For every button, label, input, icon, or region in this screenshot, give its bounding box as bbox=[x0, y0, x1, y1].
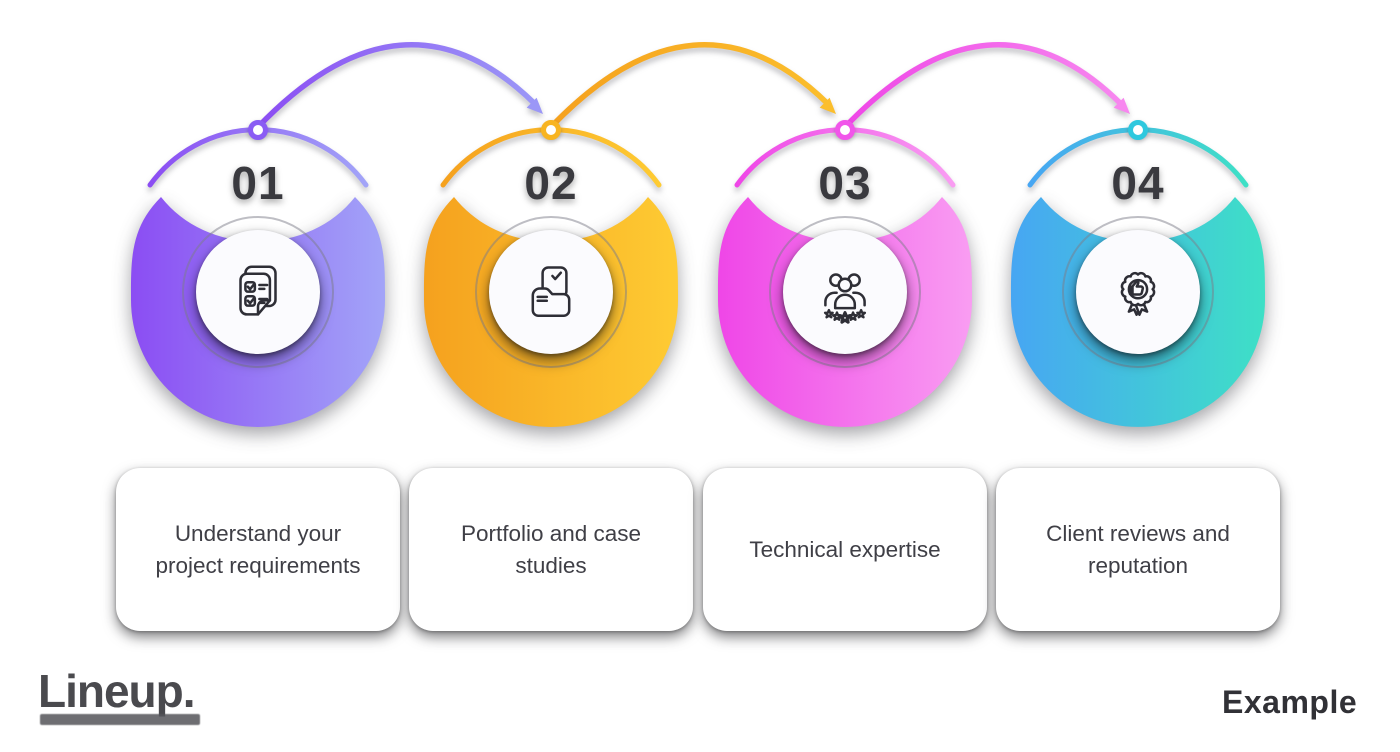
connector-arc-1-2 bbox=[255, 42, 538, 130]
arrowhead-icon bbox=[1113, 97, 1130, 114]
step-1-card: Understand your project requirements bbox=[116, 468, 400, 631]
step-number: 04 bbox=[1111, 157, 1165, 209]
step-number: 02 bbox=[524, 157, 578, 209]
arrowhead-icon bbox=[819, 97, 836, 114]
step-number: 03 bbox=[818, 157, 872, 209]
brand-logo: Lineup. bbox=[38, 665, 196, 717]
step-1-icon-circle bbox=[196, 230, 320, 354]
connector-nodes bbox=[248, 120, 1148, 140]
five-stars-icon bbox=[823, 308, 867, 324]
step-label: Portfolio and case studies bbox=[460, 520, 642, 578]
connector-arc-2-3 bbox=[548, 42, 831, 130]
award-thumbs-up-badge-icon bbox=[1120, 271, 1156, 317]
node-ring-icon bbox=[541, 120, 561, 140]
step-2-card: Portfolio and case studies bbox=[409, 468, 693, 631]
decorative-ring bbox=[1062, 216, 1214, 368]
step-3-icon-circle bbox=[783, 230, 907, 354]
arrowhead-icon bbox=[526, 97, 543, 114]
step-2-icon-circle bbox=[489, 230, 613, 354]
node-ring-icon bbox=[1128, 120, 1148, 140]
step-4-icon-circle bbox=[1076, 230, 1200, 354]
step-number: 01 bbox=[231, 157, 285, 209]
brand-tagline-redacted bbox=[40, 714, 200, 725]
node-ring-icon bbox=[248, 120, 268, 140]
step-4-card: Client reviews and reputation bbox=[996, 468, 1280, 631]
connector-arc-3-4 bbox=[842, 42, 1124, 130]
step-label: Client reviews and reputation bbox=[1046, 520, 1230, 578]
decorative-ring bbox=[475, 216, 627, 368]
decorative-ring bbox=[182, 216, 334, 368]
connector-diagram bbox=[130, 42, 1266, 427]
folder-documents-icon bbox=[531, 266, 571, 318]
decorative-ring bbox=[769, 216, 921, 368]
team-rating-stars-icon bbox=[823, 273, 867, 324]
step-3-card: Technical expertise bbox=[703, 468, 987, 631]
node-ring-icon bbox=[835, 120, 855, 140]
checklist-document-icon bbox=[239, 265, 277, 316]
step-label: Understand your project requirements bbox=[155, 520, 361, 578]
step-label: Technical expertise bbox=[749, 536, 941, 562]
watermark-text: Example bbox=[1222, 684, 1358, 720]
